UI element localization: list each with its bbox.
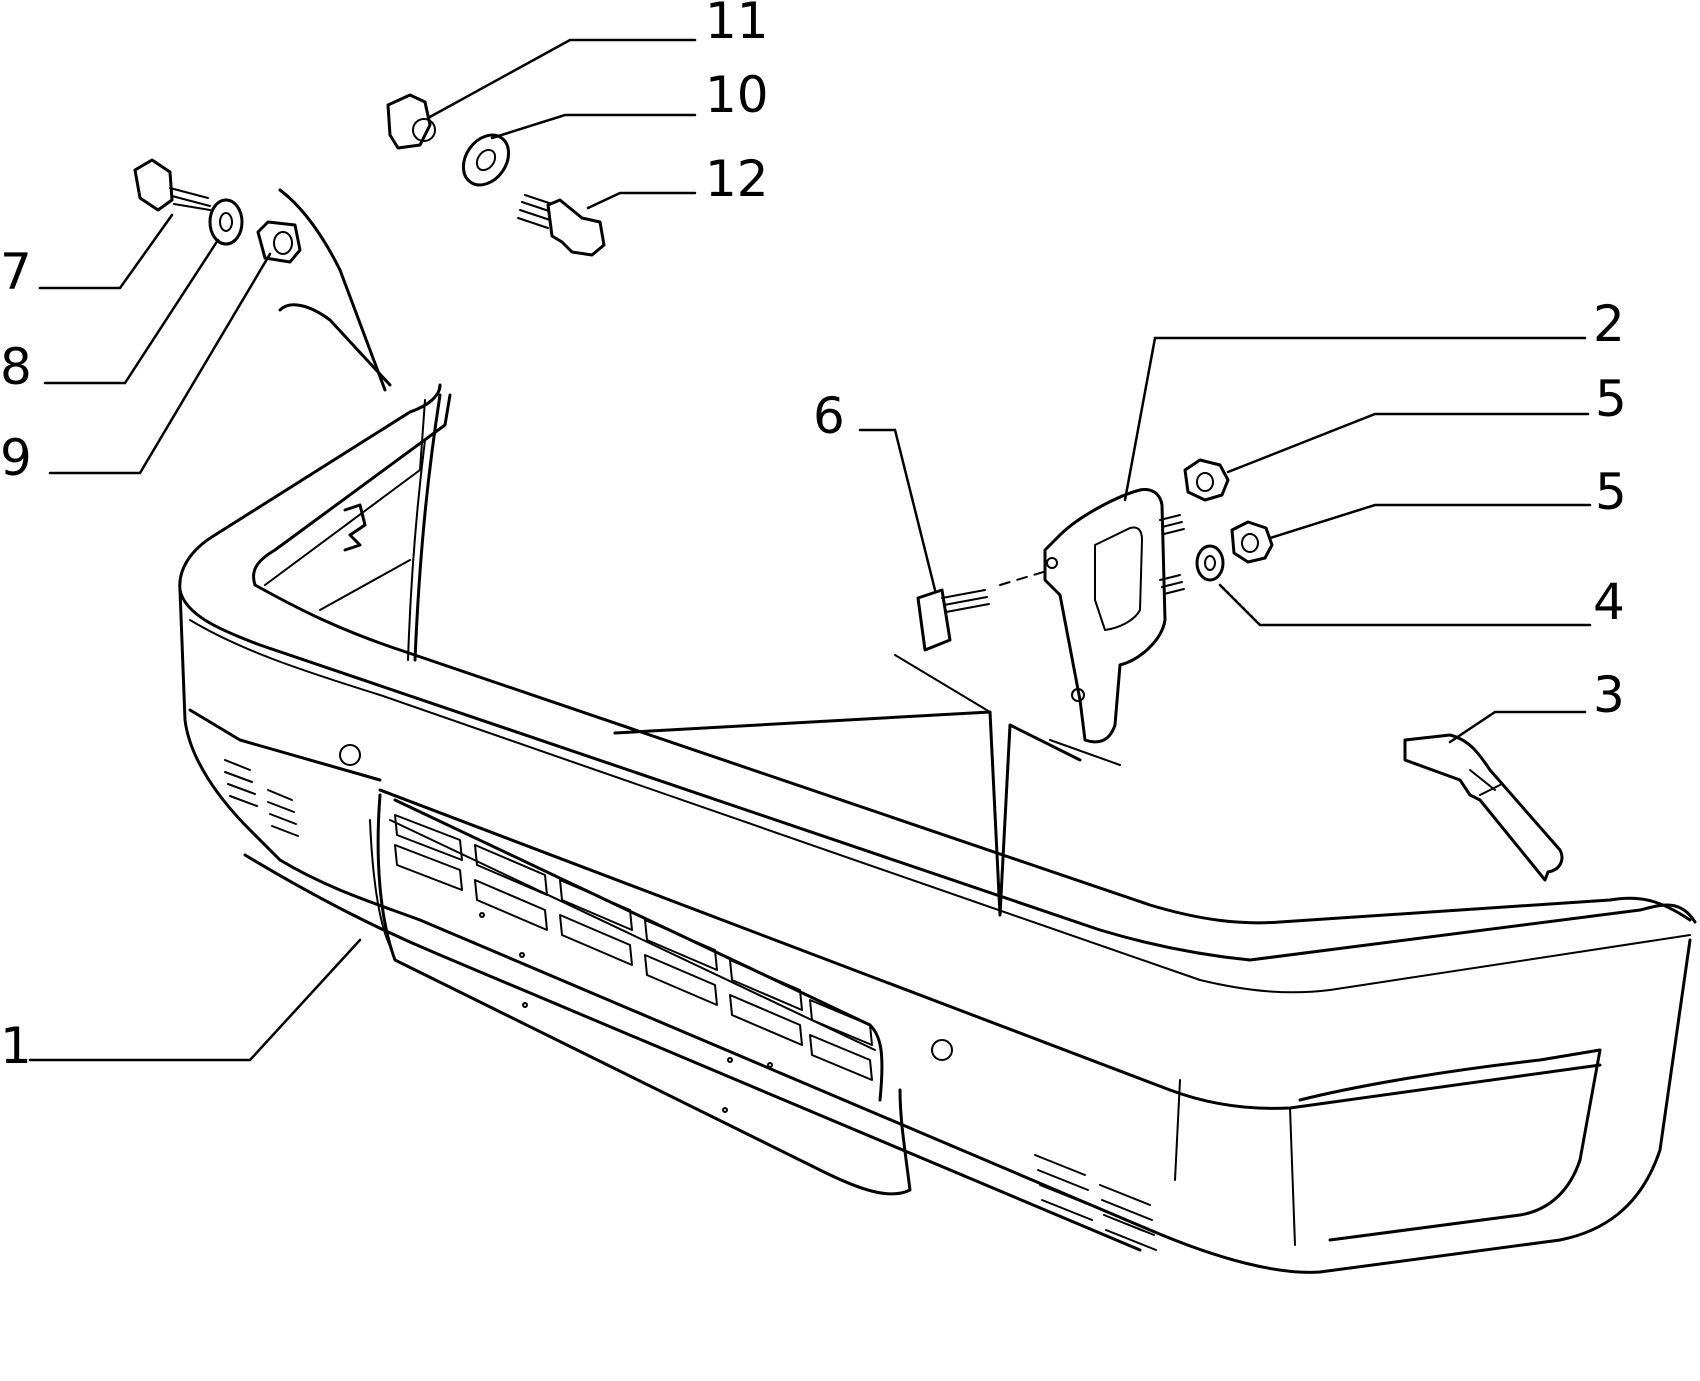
- mounting-bracket: [1043, 488, 1185, 744]
- bolt-12: [517, 194, 606, 257]
- callout-11: 11: [705, 0, 769, 50]
- washer-8: [208, 198, 244, 246]
- callout-3: 3: [1593, 666, 1625, 724]
- callout-9: 9: [0, 429, 32, 487]
- callout-10: 10: [705, 66, 769, 124]
- spacer-9: [256, 220, 302, 264]
- callout-5-upper: 5: [1595, 370, 1627, 428]
- callout-2: 2: [1593, 295, 1625, 353]
- nut-5-upper: [1183, 458, 1230, 502]
- bumper-clip: [1403, 733, 1564, 882]
- nut-5-lower: [1230, 520, 1274, 564]
- screw-clip-7: [133, 158, 211, 212]
- assembly-guide-lines: [278, 188, 1121, 917]
- bumper-assembly: [178, 383, 1697, 1274]
- callout-12: 12: [705, 150, 769, 208]
- callout-1: 1: [0, 1017, 32, 1075]
- clip-nut-11: [386, 93, 436, 150]
- washer-10: [461, 133, 511, 187]
- leader-lines: [28, 38, 1592, 1062]
- callout-8: 8: [0, 338, 32, 396]
- callout-6: 6: [813, 387, 845, 445]
- callout-4: 4: [1593, 573, 1625, 631]
- callout-7: 7: [0, 243, 32, 301]
- washer-4: [1195, 544, 1225, 582]
- callout-5-lower: 5: [1595, 463, 1627, 521]
- callout-labels: 1 2 5 5 4 3 6 7 8 9 10 11 12: [0, 0, 1627, 1075]
- plug-fastener: [916, 569, 1051, 652]
